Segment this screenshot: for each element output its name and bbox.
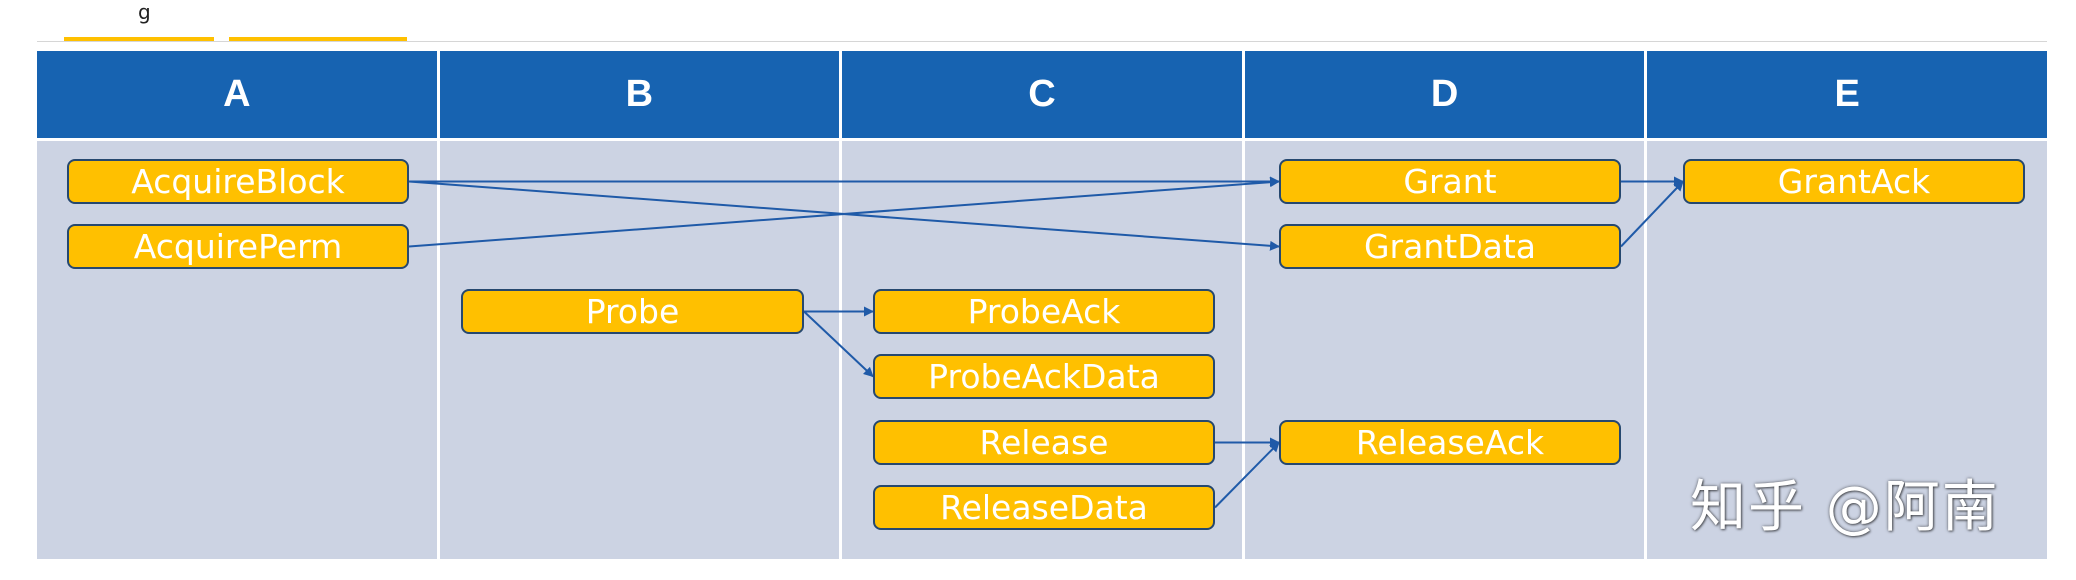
column-header-row: A B C D E <box>37 51 2047 138</box>
release-box: Release <box>873 420 1215 465</box>
lane-a <box>37 141 440 559</box>
acquire-block-box: AcquireBlock <box>67 159 409 204</box>
column-header-b: B <box>440 51 843 138</box>
top-divider <box>37 41 2047 42</box>
probe-ack-box: ProbeAck <box>873 289 1215 334</box>
grant-data-box: GrantData <box>1279 224 1621 269</box>
lane-b <box>440 141 843 559</box>
column-header-e: E <box>1834 73 1860 115</box>
cropped-text-fragment: g <box>138 0 151 24</box>
column-header-a: A <box>37 51 440 138</box>
probe-box: Probe <box>461 289 804 334</box>
grant-box: Grant <box>1279 159 1621 204</box>
column-header-d: D <box>1245 51 1648 138</box>
column-header-c: C <box>842 51 1245 138</box>
probe-ack-data-box: ProbeAckData <box>873 354 1215 399</box>
cropped-tab-2 <box>229 37 407 41</box>
top-cropped-strip: g <box>0 0 2076 46</box>
lane-c <box>842 141 1245 559</box>
cropped-tab-1 <box>64 37 214 41</box>
release-data-box: ReleaseData <box>873 485 1215 530</box>
lane-d <box>1245 141 1648 559</box>
acquire-perm-box: AcquirePerm <box>67 224 409 269</box>
grant-ack-box: GrantAck <box>1683 159 2025 204</box>
zhihu-watermark: 知乎 @阿南 <box>1690 475 2000 540</box>
release-ack-box: ReleaseAck <box>1279 420 1621 465</box>
